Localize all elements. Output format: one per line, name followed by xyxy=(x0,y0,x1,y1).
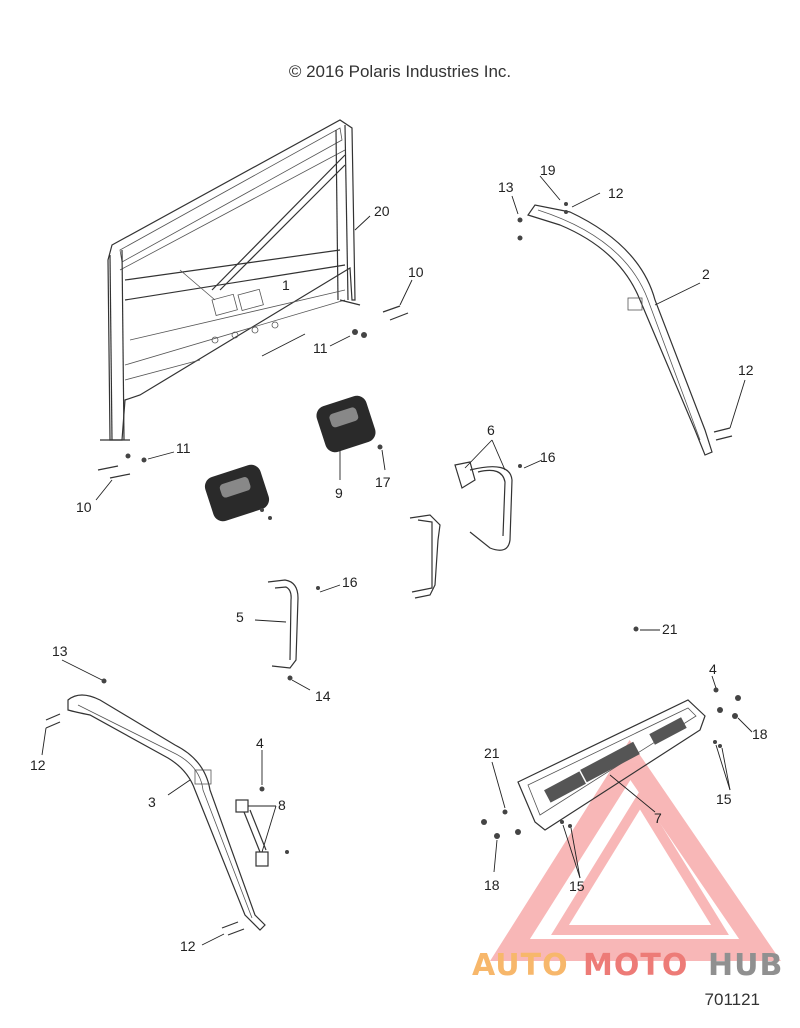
callout-3: 3 xyxy=(148,794,156,810)
callout-11b: 11 xyxy=(176,440,191,456)
callout-20: 20 xyxy=(374,203,390,219)
part-8-link xyxy=(235,799,269,867)
callout-12d: 12 xyxy=(180,938,196,954)
callout-7: 7 xyxy=(654,810,662,826)
callout-18a: 18 xyxy=(752,726,768,742)
callout-11a: 11 xyxy=(313,340,328,356)
callout-5: 5 xyxy=(236,609,244,625)
callout-4a: 4 xyxy=(256,735,264,751)
callout-1: 1 xyxy=(282,277,290,293)
callout-4b: 4 xyxy=(709,661,717,677)
callout-14: 14 xyxy=(315,688,331,704)
callout-15b: 15 xyxy=(569,878,585,894)
leader-lines xyxy=(41,175,753,946)
callout-13b: 13 xyxy=(52,643,68,659)
copyright-notice: © 2016 Polaris Industries Inc. xyxy=(288,62,512,81)
part-5-handle xyxy=(267,579,299,669)
watermark-text-moto: MOTO xyxy=(583,948,688,983)
callout-8: 8 xyxy=(278,797,286,813)
callout-6: 6 xyxy=(487,422,495,438)
callout-21b: 21 xyxy=(484,745,500,761)
watermark-triangle xyxy=(490,739,781,961)
callout-18b: 18 xyxy=(484,877,500,893)
callout-12a: 12 xyxy=(608,185,624,201)
callout-17: 17 xyxy=(375,474,391,490)
figure-id: 701121 xyxy=(704,990,760,1009)
watermark-text-hub: HUB xyxy=(708,948,783,983)
part-6-assist-handles xyxy=(409,461,513,599)
hardware xyxy=(45,202,741,936)
part-1-rear-panel xyxy=(100,119,361,441)
callout-12b: 12 xyxy=(738,362,754,378)
part-9-grab-handles xyxy=(204,395,376,522)
callout-10b: 10 xyxy=(76,499,92,515)
callout-19: 19 xyxy=(540,162,556,178)
part-7-rear-tray xyxy=(517,699,706,831)
part-3-left-rollbar xyxy=(67,694,266,931)
watermark-logo: AUTO MOTO HUB xyxy=(472,739,783,983)
callout-16b: 16 xyxy=(342,574,358,590)
callouts: 1 2 3 4 4 5 6 7 8 9 10 10 11 11 12 12 12… xyxy=(30,162,768,954)
watermark-triangle-inner xyxy=(551,790,729,935)
callout-13a: 13 xyxy=(498,179,514,195)
callout-21a: 21 xyxy=(662,621,678,637)
callout-10a: 10 xyxy=(408,264,424,280)
part-2-right-rollbar xyxy=(527,204,713,456)
callout-16a: 16 xyxy=(540,449,556,465)
callout-12c: 12 xyxy=(30,757,46,773)
callout-2: 2 xyxy=(702,266,710,282)
watermark-text-auto: AUTO xyxy=(472,948,569,983)
callout-15a: 15 xyxy=(716,791,732,807)
callout-9: 9 xyxy=(335,485,343,501)
